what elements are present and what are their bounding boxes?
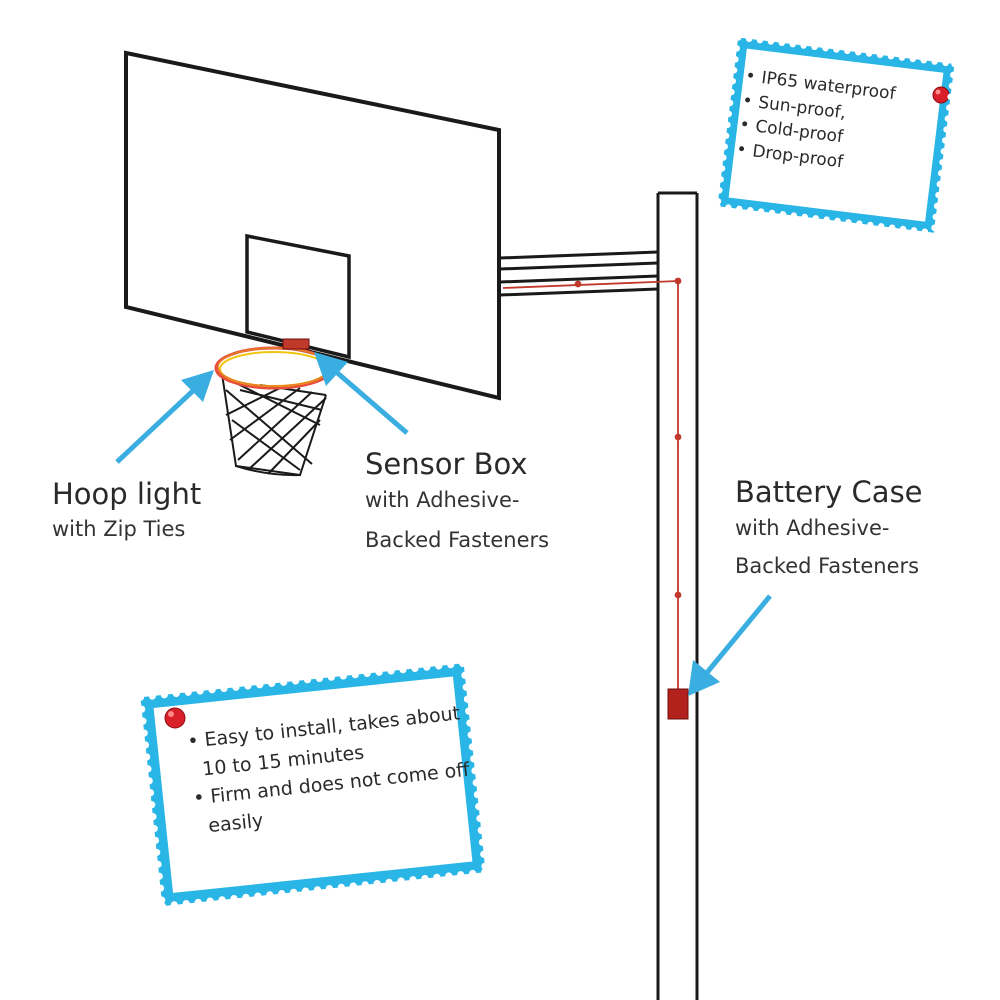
pole bbox=[656, 191, 699, 1000]
hoop-net bbox=[221, 373, 327, 477]
hoop-light-subtitle: with Zip Ties bbox=[52, 517, 186, 541]
arrow-hoop-light bbox=[115, 370, 214, 464]
arrow-battery-case bbox=[688, 594, 772, 696]
battery-case-subtitle-line-2: Backed Fasteners bbox=[735, 554, 920, 578]
sensor-wire bbox=[502, 277, 682, 690]
battery-case-title: Battery Case bbox=[735, 475, 923, 509]
hoop-light-title: Hoop light bbox=[52, 477, 202, 511]
sensor-box bbox=[282, 338, 310, 350]
arrow-sensor-box bbox=[314, 352, 409, 435]
red-pushpin-icon bbox=[164, 707, 186, 729]
sensor-box-title: Sensor Box bbox=[365, 447, 528, 481]
backboard bbox=[124, 50, 501, 401]
battery-case-subtitle-line-1: with Adhesive- bbox=[735, 516, 890, 540]
hoop-rim-light bbox=[214, 346, 334, 390]
sensor-box-subtitle-line-1: with Adhesive- bbox=[365, 488, 520, 512]
battery-case bbox=[667, 688, 689, 720]
pushpin-highlight bbox=[168, 711, 174, 717]
support-arms bbox=[499, 250, 659, 297]
sensor-box-subtitle-line-2: Backed Fasteners bbox=[365, 528, 550, 552]
